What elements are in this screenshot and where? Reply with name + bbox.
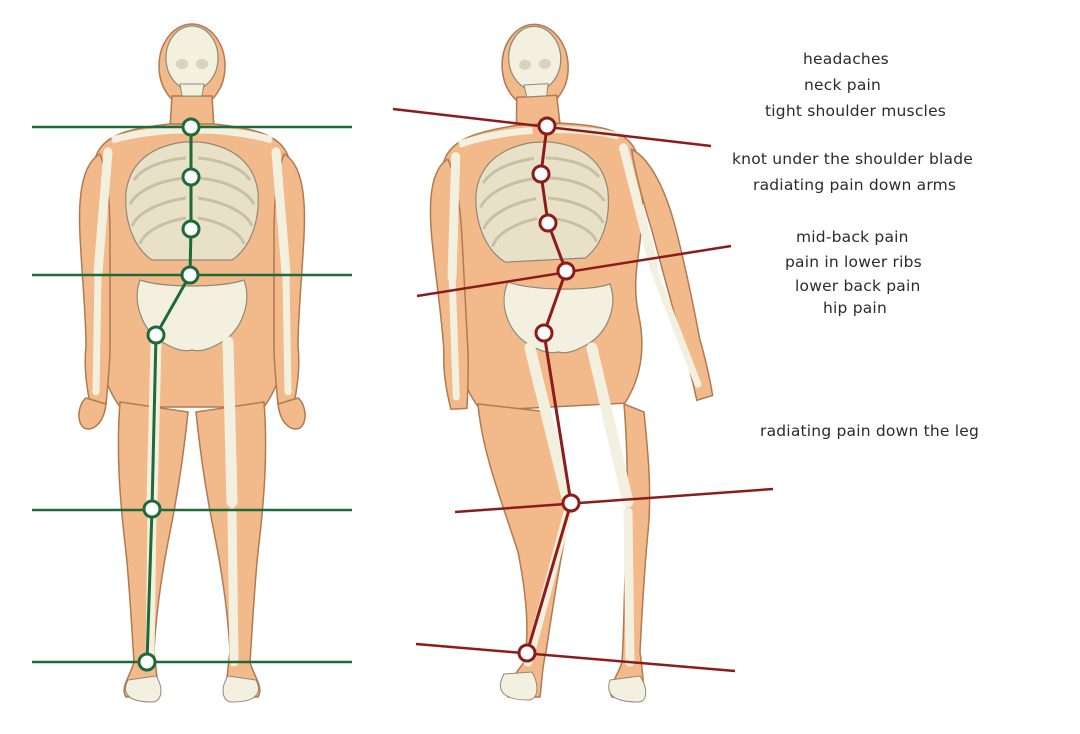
symptom-pain-in-lower-ribs: pain in lower ribs bbox=[785, 253, 922, 271]
misaligned-figure bbox=[429, 23, 714, 703]
aligned-joint-marker bbox=[142, 499, 162, 519]
misaligned-joint-marker bbox=[531, 164, 551, 184]
misaligned-joint-marker bbox=[534, 323, 554, 343]
aligned-joint-marker bbox=[181, 117, 201, 137]
aligned-joint-marker bbox=[137, 652, 157, 672]
misaligned-joint-marker bbox=[561, 493, 581, 513]
aligned-joint-marker bbox=[181, 219, 201, 239]
misaligned-joint-markers bbox=[517, 116, 581, 663]
symptom-hip-pain: hip pain bbox=[823, 299, 887, 317]
symptom-tight-shoulder-muscles: tight shoulder muscles bbox=[765, 102, 947, 120]
symptom-lower-back-pain: lower back pain bbox=[795, 277, 921, 295]
symptom-radiating-pain-down-the-leg: radiating pain down the leg bbox=[760, 422, 980, 440]
symptom-knot-under-shoulder-blade: knot under the shoulder blade bbox=[732, 150, 973, 168]
misaligned-joint-marker bbox=[517, 643, 537, 663]
symptom-headaches: headaches bbox=[803, 50, 889, 68]
misaligned-ankle-line bbox=[415, 642, 736, 673]
misaligned-joint-marker bbox=[537, 116, 557, 136]
symptom-radiating-pain-down-arms: radiating pain down arms bbox=[753, 176, 957, 194]
misaligned-knee-line bbox=[454, 487, 774, 514]
aligned-joint-marker bbox=[180, 265, 200, 285]
misaligned-joint-marker bbox=[538, 213, 558, 233]
symptom-neck-pain: neck pain bbox=[804, 76, 882, 94]
aligned-joint-marker bbox=[181, 167, 201, 187]
symptom-mid-back-pain: mid-back pain bbox=[796, 228, 909, 246]
aligned-joint-marker bbox=[146, 325, 166, 345]
misaligned-joint-marker bbox=[556, 261, 576, 281]
aligned-joint-markers bbox=[137, 117, 201, 672]
